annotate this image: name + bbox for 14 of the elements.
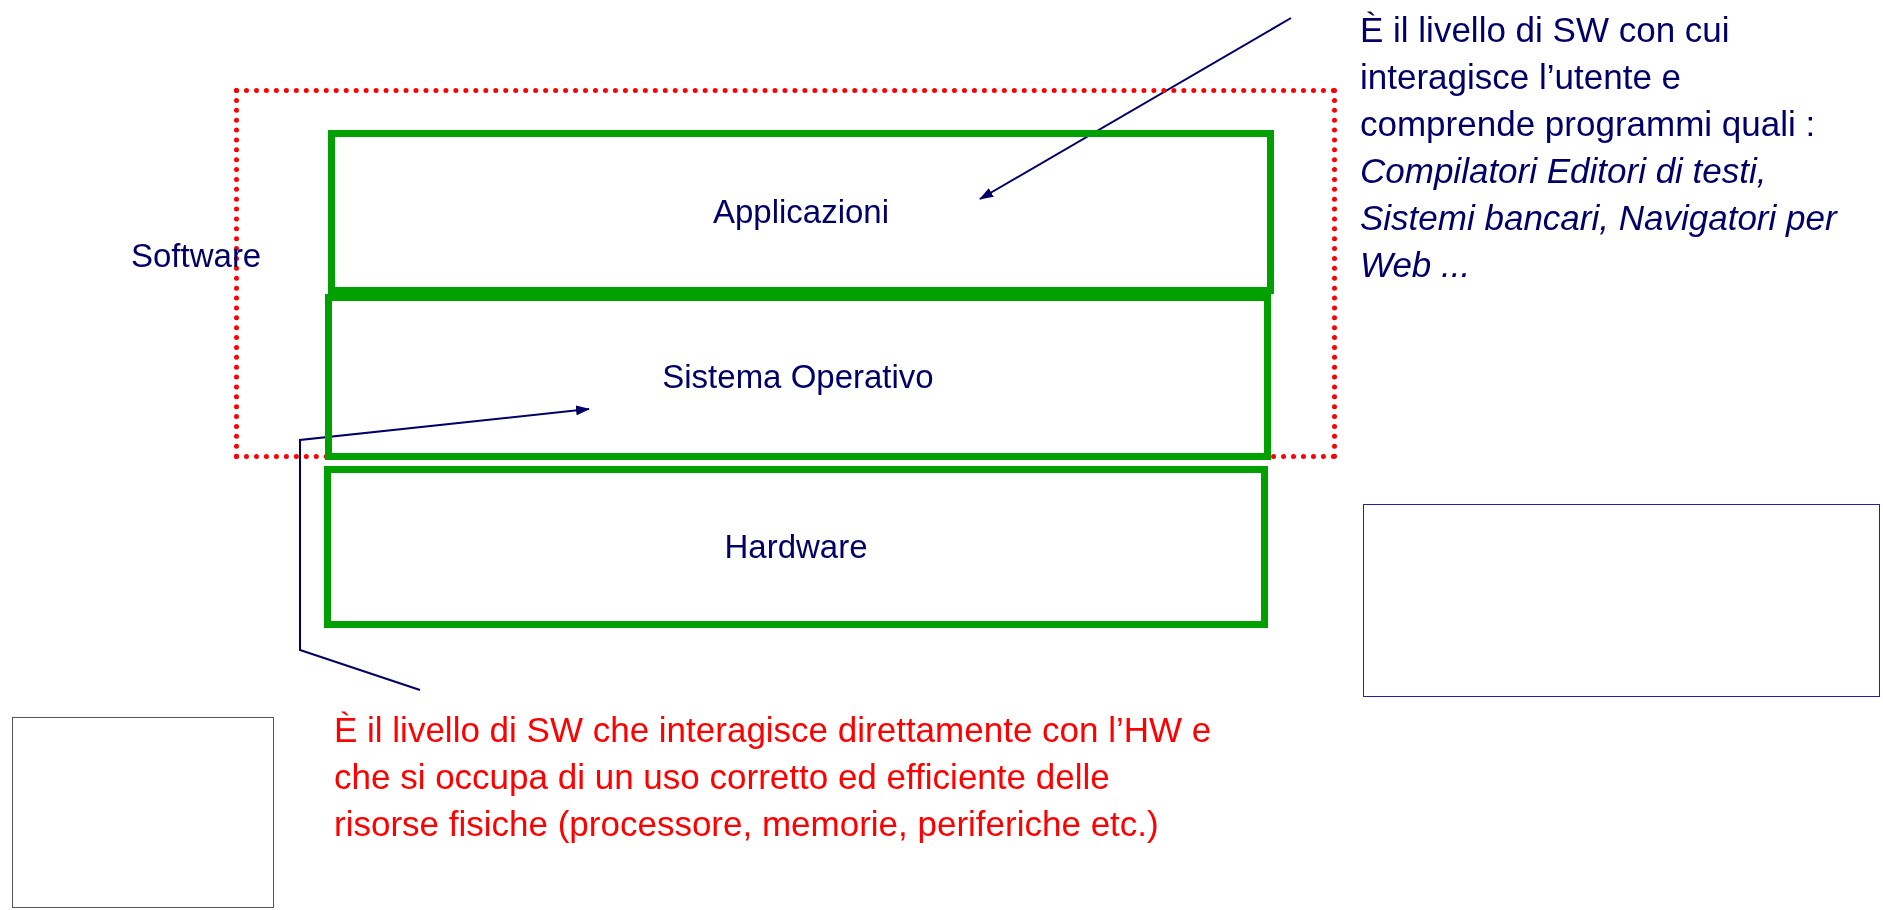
text-box	[12, 717, 274, 908]
layer-box	[324, 466, 1268, 628]
arrow	[979, 17, 1292, 200]
text-box	[1363, 504, 1880, 697]
description-text: È il livello di SW con cui interagisce l’utente e comprende programmi quali :	[1360, 9, 1817, 145]
group-label: Software	[131, 236, 262, 276]
description-text: È il livello di SW che interagisce direttamente con l’HW e che si occupa di un uso corretto ed efficiente delle risorse fisiche (processore, memorie, periferiche etc.)	[334, 709, 1213, 845]
example-list: Compilatori Editori di testi, Sistemi bancari, Navigatori per Web ...	[1360, 147, 1850, 288]
layer-box	[328, 130, 1274, 294]
arrow	[299, 405, 590, 691]
layer-label: Applicazioni	[712, 192, 890, 233]
layer-label: Sistema Operativo	[662, 357, 934, 398]
layer-label: Hardware	[724, 527, 868, 568]
layer-box	[325, 294, 1271, 460]
